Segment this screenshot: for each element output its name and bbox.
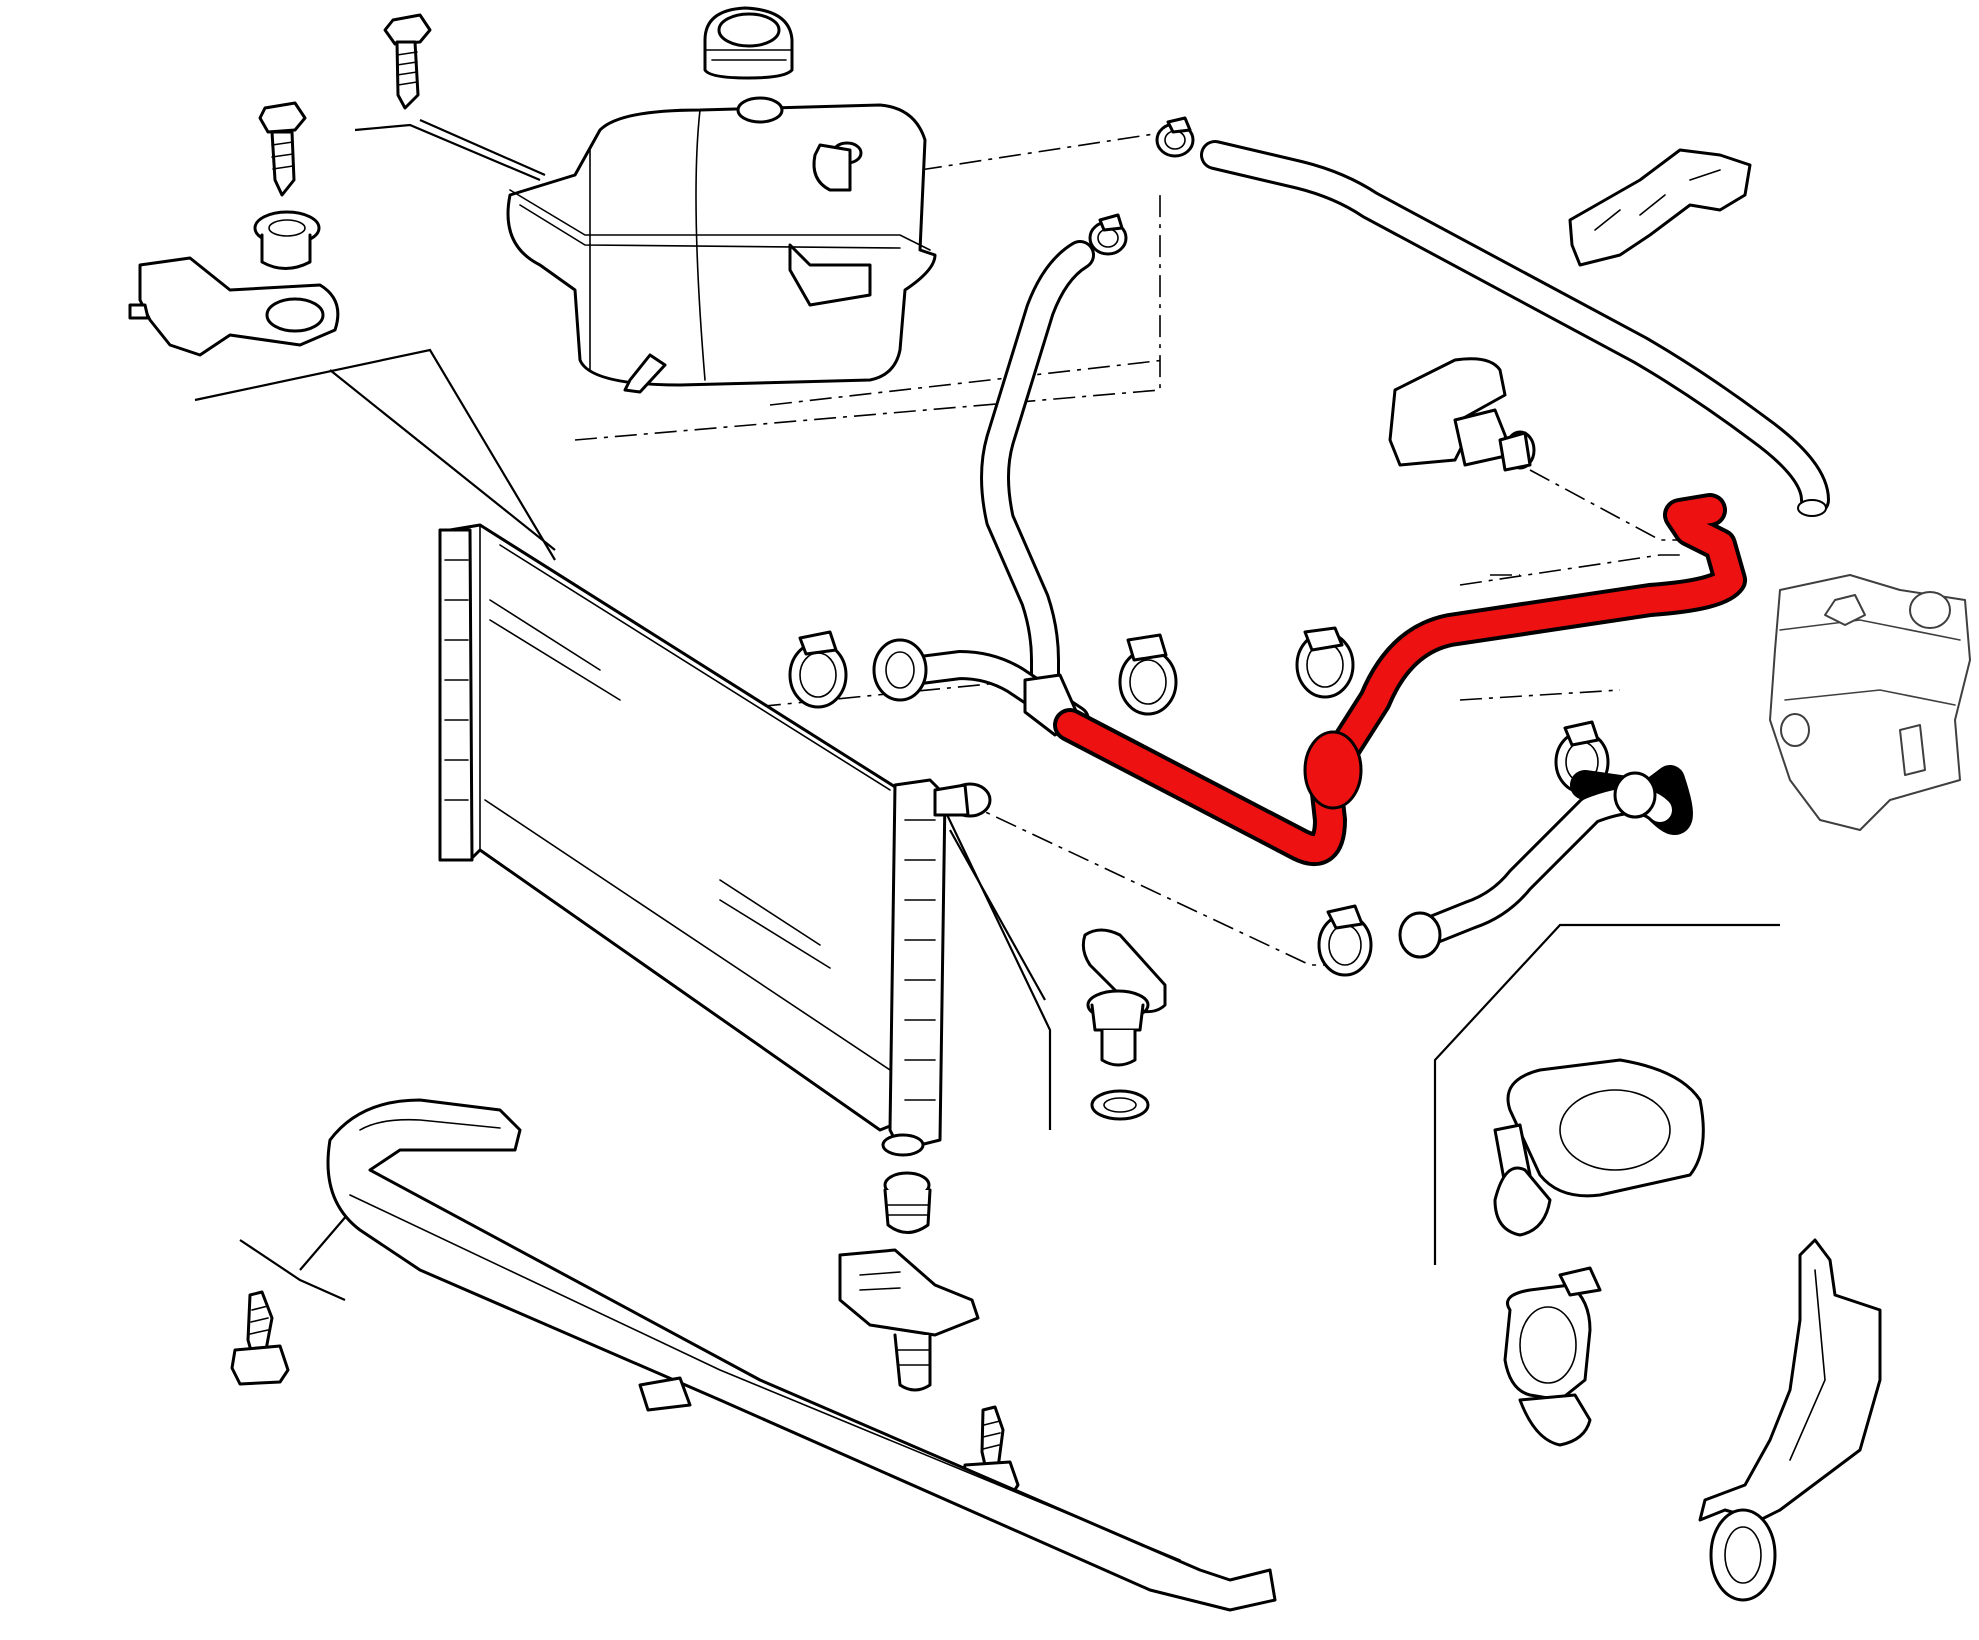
lower-crossmember (326, 1098, 1277, 1612)
grommet-upper (253, 210, 321, 270)
overflow-hose (1200, 140, 1830, 517)
support-bracket (1698, 1238, 1882, 1602)
water-pump-housing (1769, 574, 1971, 831)
hose-clamp-mid-2 (1118, 633, 1178, 716)
large-clamp-2 (1503, 1266, 1602, 1447)
bolt-top (383, 13, 432, 110)
hose-clamp-mid-1 (788, 630, 848, 709)
hose-clamp-mid-3 (1295, 626, 1355, 699)
grommet-lower (883, 1171, 932, 1234)
expansion-tank (506, 96, 937, 394)
thermostat-housing (1388, 357, 1536, 472)
sensor-bracket (838, 1248, 980, 1392)
tee-hose (872, 638, 1090, 737)
bolt-lower-left (230, 1290, 290, 1386)
large-clamp-1 (1493, 1058, 1705, 1237)
bleed-hose (980, 240, 1095, 705)
hose-clamp-bottom (1317, 904, 1373, 977)
radiator (438, 523, 992, 1157)
radiator-to-engine-hose (1053, 493, 1747, 866)
bolt-left-upper (258, 101, 307, 197)
red-hose-body (1057, 497, 1743, 862)
mounting-bracket-upper (128, 256, 340, 357)
callout-lines (194, 118, 1780, 1302)
lower-return-hose (1398, 765, 1693, 959)
drain-plug (1081, 928, 1167, 1121)
hose-clamp-top-1 (1155, 116, 1195, 158)
tank-cap (703, 6, 794, 80)
hose-bracket-clip (1568, 148, 1752, 267)
hose-clamp-top-2 (1088, 213, 1128, 256)
